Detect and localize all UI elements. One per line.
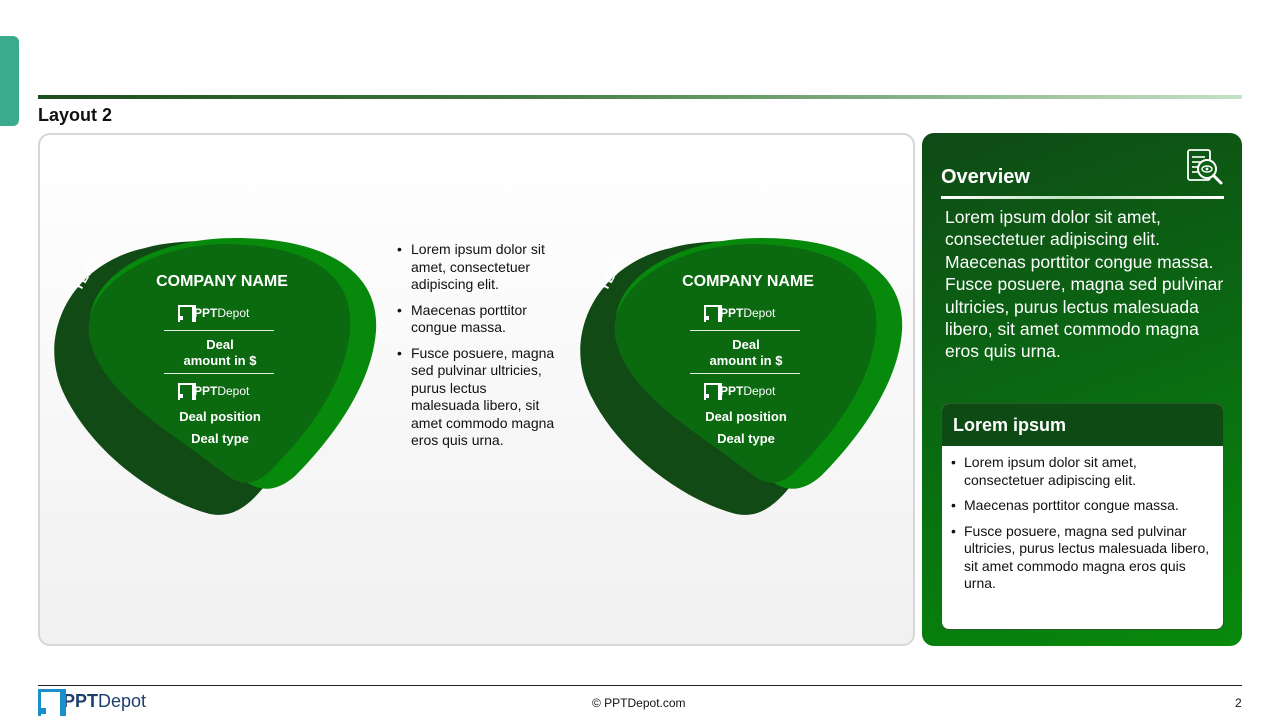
logo-ppt-text: PPT xyxy=(194,383,218,398)
card-company-name: COMPANY NAME xyxy=(156,273,288,290)
list-item: Fusce posuere, magna sed pulvinar ultric… xyxy=(951,523,1213,593)
card-deal-type: Deal type xyxy=(717,431,775,446)
logo-ppt-text: PPT xyxy=(720,305,744,320)
title-gradient-rule xyxy=(38,95,1242,99)
card-deal-position: Deal position xyxy=(705,409,787,424)
card-deal-amount: Deal amount in $ xyxy=(183,337,257,368)
card-logo: PPTDepot xyxy=(704,383,814,400)
overview-text: Lorem ipsum dolor sit amet, consectetuer… xyxy=(945,207,1224,362)
card-divider xyxy=(690,330,800,331)
card-deal-position: Deal position xyxy=(179,409,261,424)
logo-depot-text: Depot xyxy=(743,383,776,398)
logo-ppt-text: PPT xyxy=(720,383,744,398)
document-search-icon xyxy=(1187,149,1223,185)
lorem-card: Lorem ipsum Lorem ipsum dolor sit amet, … xyxy=(941,403,1224,630)
pptdepot-logo-icon xyxy=(38,689,66,716)
footer-rule xyxy=(38,685,1242,686)
deal-card-shape xyxy=(580,238,903,515)
list-item: Fusce posuere, magna sed pulvinar ultric… xyxy=(397,345,557,450)
logo-depot-text: Depot xyxy=(98,691,147,711)
card-deal-type: Deal type xyxy=(191,431,249,446)
logo-ppt-text: PPT xyxy=(63,691,99,711)
page-number: 2 xyxy=(1235,696,1242,710)
lorem-card-header: Lorem ipsum xyxy=(942,404,1223,446)
list-item: Lorem ipsum dolor sit amet, consectetuer… xyxy=(397,241,557,294)
list-item: Lorem ipsum dolor sit amet, consectetuer… xyxy=(951,454,1213,489)
logo-depot-text: Depot xyxy=(217,383,250,398)
overview-divider xyxy=(941,196,1224,199)
overview-title: Overview xyxy=(941,166,1030,188)
pptdepot-logo-icon xyxy=(178,305,196,322)
list-item: Maecenas porttitor congue massa. xyxy=(951,497,1213,515)
lorem-card-title: Lorem ipsum xyxy=(953,414,1067,435)
card-divider xyxy=(164,330,274,331)
side-accent-tab xyxy=(0,36,19,126)
logo-ppt-text: PPT xyxy=(194,305,218,320)
pptdepot-logo-icon xyxy=(704,305,722,322)
logo-depot-text: Depot xyxy=(217,305,250,320)
deal-card-1: YEAR COMPANY NAME PPTDepot Deal amount i… xyxy=(50,236,380,516)
logo-depot-text: Depot xyxy=(743,305,776,320)
card-divider xyxy=(164,373,274,374)
lorem-card-bullet-list: Lorem ipsum dolor sit amet, consectetuer… xyxy=(942,446,1223,593)
pptdepot-logo-icon xyxy=(178,383,196,400)
card-company-name: COMPANY NAME xyxy=(682,273,814,290)
deal-card-2: YEAR COMPANY NAME PPTDepot Deal amount i… xyxy=(576,236,906,516)
card-deal-amount: Deal amount in $ xyxy=(709,337,783,368)
list-item: Maecenas porttitor congue massa. xyxy=(397,302,557,337)
pptdepot-logo-icon xyxy=(704,383,722,400)
card-divider xyxy=(690,373,800,374)
copyright-text: © PPTDepot.com xyxy=(592,696,686,710)
card-logo: PPTDepot xyxy=(178,305,288,322)
card-logo: PPTDepot xyxy=(178,383,288,400)
slide-title: Layout 2 xyxy=(38,105,113,125)
footer-logo: PPTDepot xyxy=(38,689,147,716)
card-logo: PPTDepot xyxy=(704,305,814,322)
middle-bullet-list: Lorem ipsum dolor sit amet, consectetuer… xyxy=(397,241,557,458)
deal-card-shape xyxy=(54,238,377,515)
